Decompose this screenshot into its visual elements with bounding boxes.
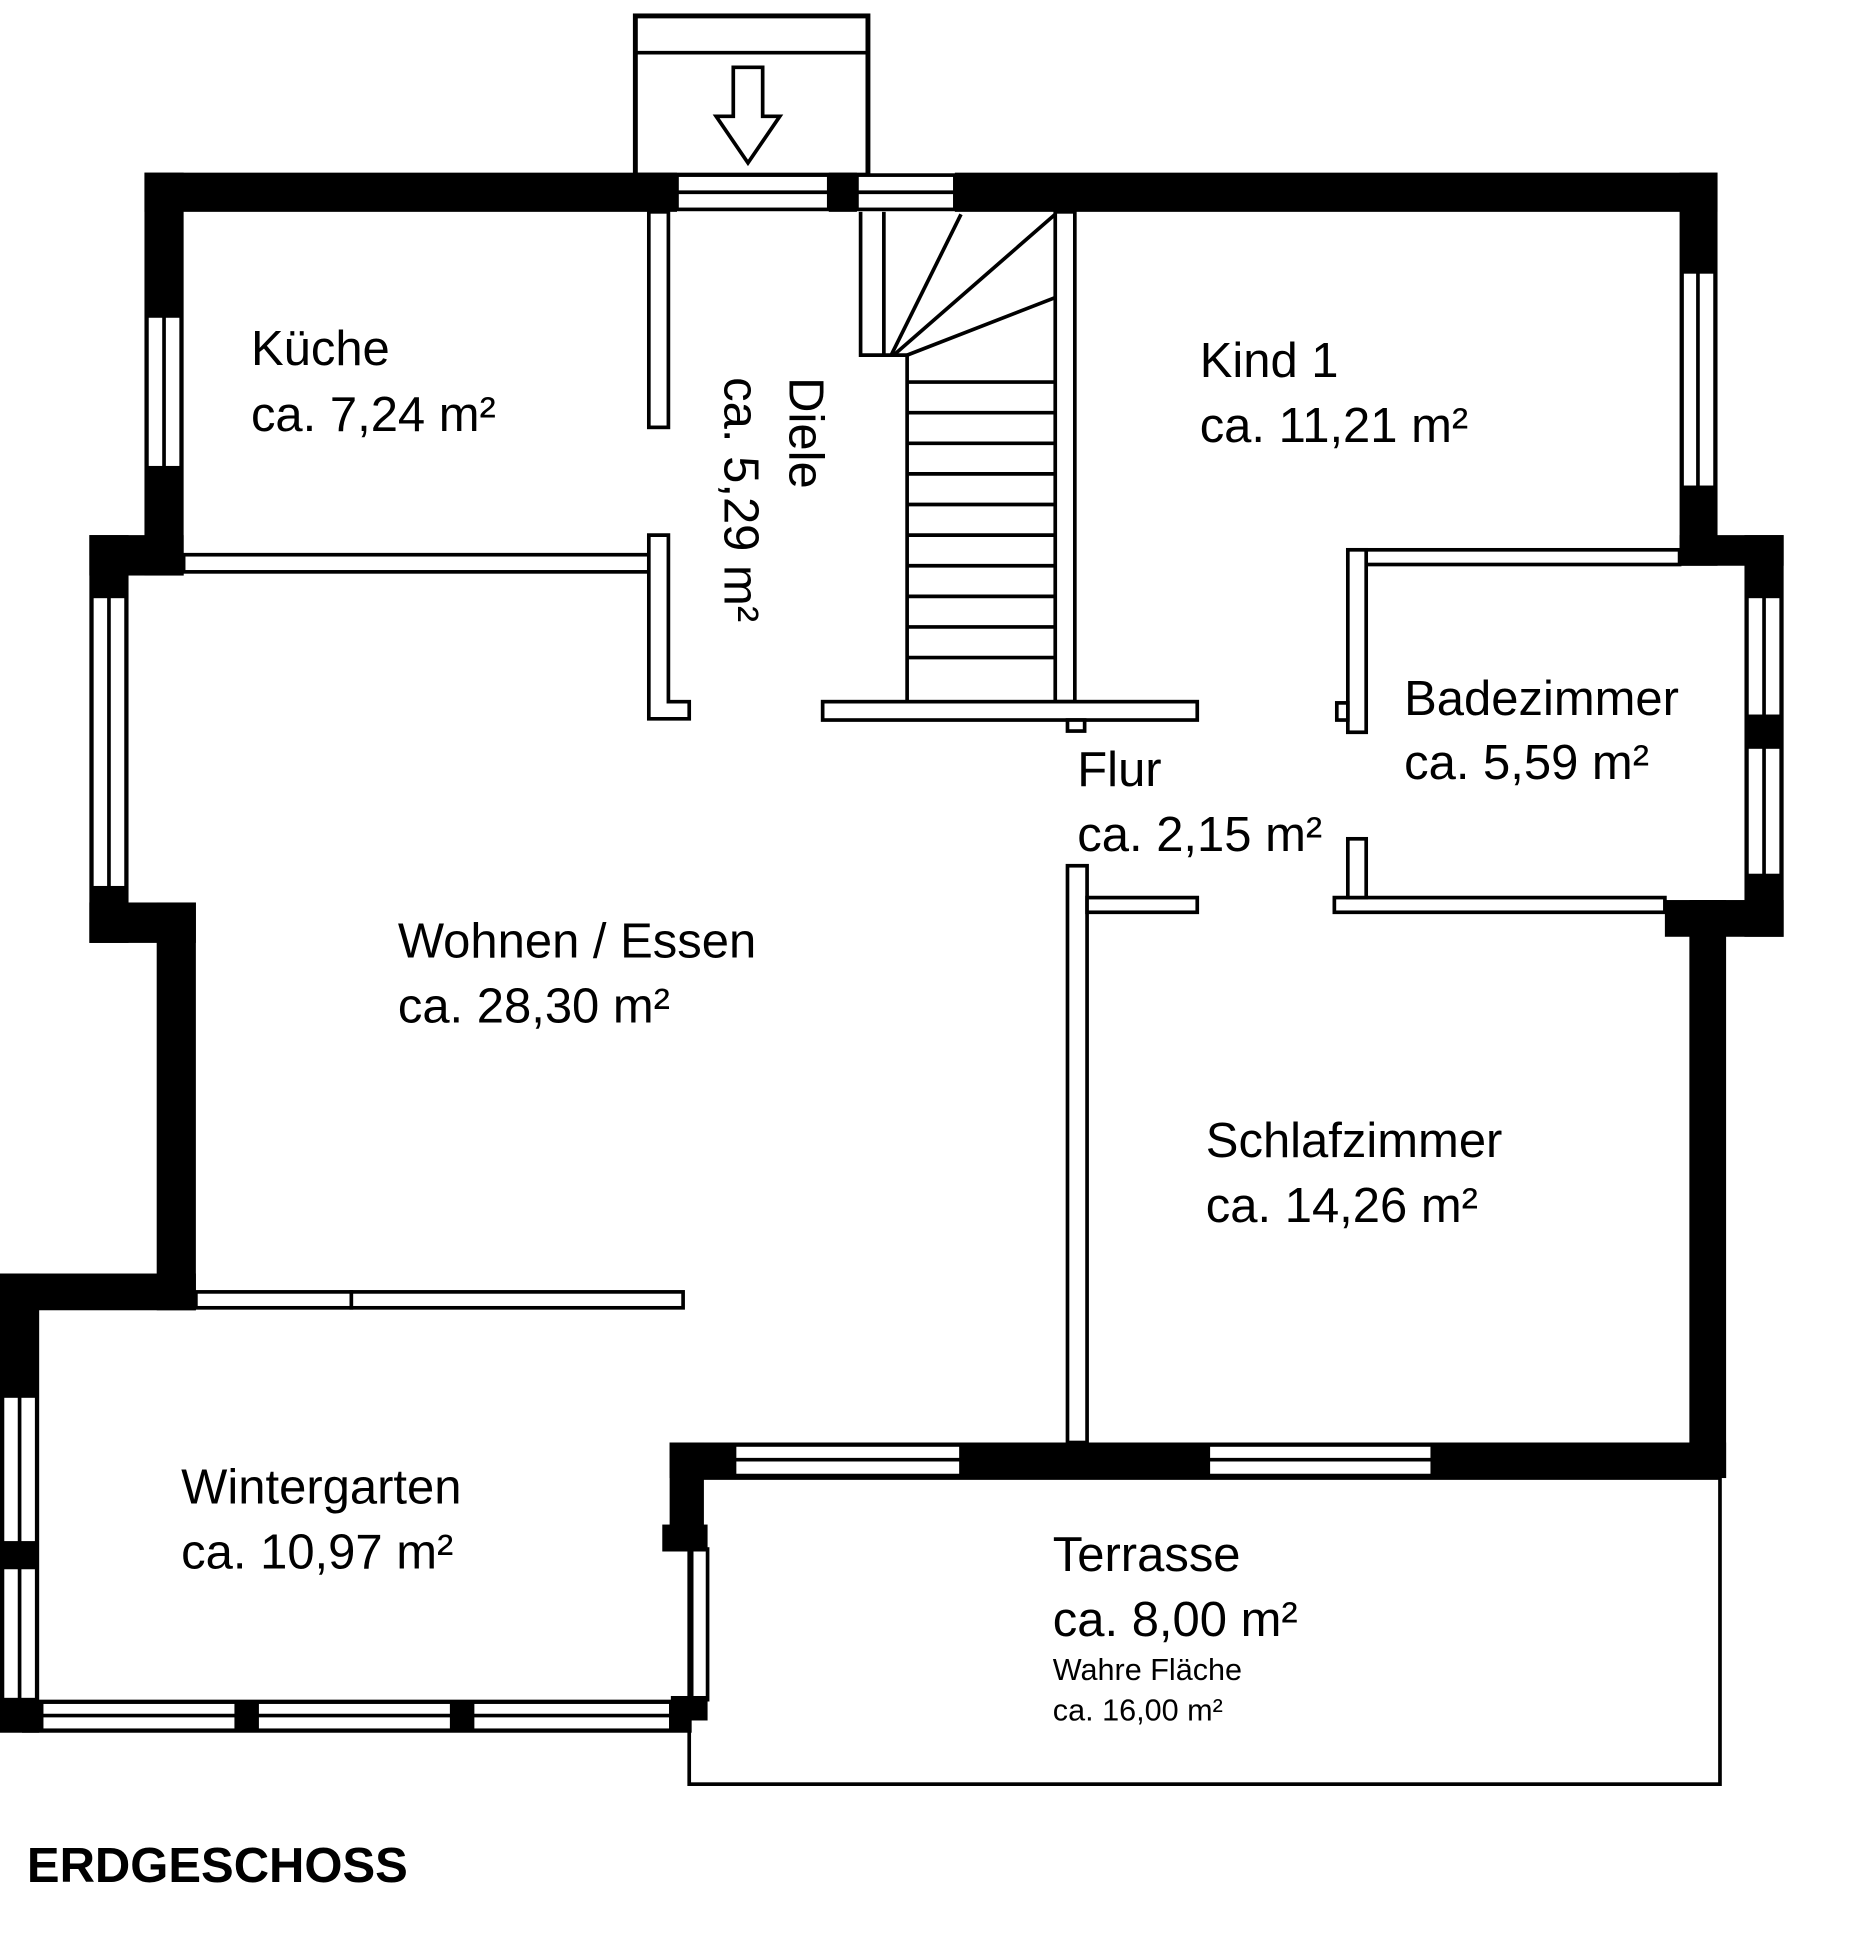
room-area-wintergarten: ca. 10,97 m² [181,1526,453,1580]
room-name-kueche: Küche [251,322,390,376]
room-name-terrasse: Terrasse [1053,1528,1241,1582]
room-area-badezimmer: ca. 5,59 m² [1404,736,1649,790]
exterior-walls [0,172,1784,1733]
terrasse-note: Wahre Fläche [1053,1653,1242,1687]
room-name-flur: Flur [1077,743,1161,797]
staircase [858,211,1057,702]
room-name-badezimmer: Badezimmer [1404,672,1679,726]
room-area-wohnen: ca. 28,30 m² [398,979,670,1033]
room-area-diele: ca. 5,29 m² [714,377,768,622]
room-name-diele: Diele [779,377,833,489]
room-name-schlafzimmer: Schlafzimmer [1206,1114,1503,1168]
room-name-kind1: Kind 1 [1200,334,1339,388]
room-name-wintergarten: Wintergarten [181,1461,461,1515]
interior-walls [181,210,1682,1445]
entrance-canopy [632,13,871,178]
room-area-kind1: ca. 11,21 m² [1200,399,1469,453]
room-name-wohnen: Wohnen / Essen [398,915,756,969]
floor-title: ERDGESCHOSS [27,1839,408,1893]
arrow-down-icon [712,65,784,167]
room-area-schlafzimmer: ca. 14,26 m² [1206,1179,1478,1233]
room-area-terrasse: ca. 8,00 m² [1053,1593,1298,1647]
terrasse-note-area: ca. 16,00 m² [1053,1693,1223,1727]
room-area-kueche: ca. 7,24 m² [251,388,496,442]
room-area-flur: ca. 2,15 m² [1077,808,1322,862]
